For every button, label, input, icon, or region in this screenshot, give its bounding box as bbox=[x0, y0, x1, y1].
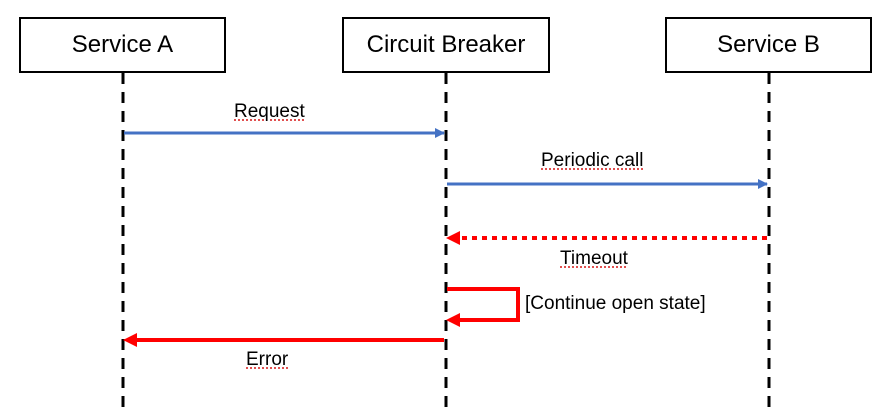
self-loop-arrowhead bbox=[446, 313, 460, 327]
timeout-arrowhead bbox=[446, 231, 460, 245]
participant-circuit-breaker-label: Circuit Breaker bbox=[366, 31, 526, 58]
timeout-label: Timeout bbox=[560, 248, 628, 269]
periodic-call-label: Periodic call bbox=[541, 150, 644, 171]
self-loop-arrow bbox=[447, 287, 520, 322]
continue-open-state-label: [Continue open state] bbox=[525, 293, 706, 314]
error-label: Error bbox=[246, 349, 289, 370]
error-arrowhead bbox=[123, 333, 137, 347]
participant-service-b-label: Service B bbox=[717, 31, 820, 58]
participant-service-b: Service B bbox=[665, 17, 872, 73]
participant-service-a-label: Service A bbox=[71, 31, 174, 58]
request-label: Request bbox=[234, 101, 305, 122]
participant-circuit-breaker: Circuit Breaker bbox=[342, 17, 550, 73]
participant-service-a: Service A bbox=[19, 17, 226, 73]
